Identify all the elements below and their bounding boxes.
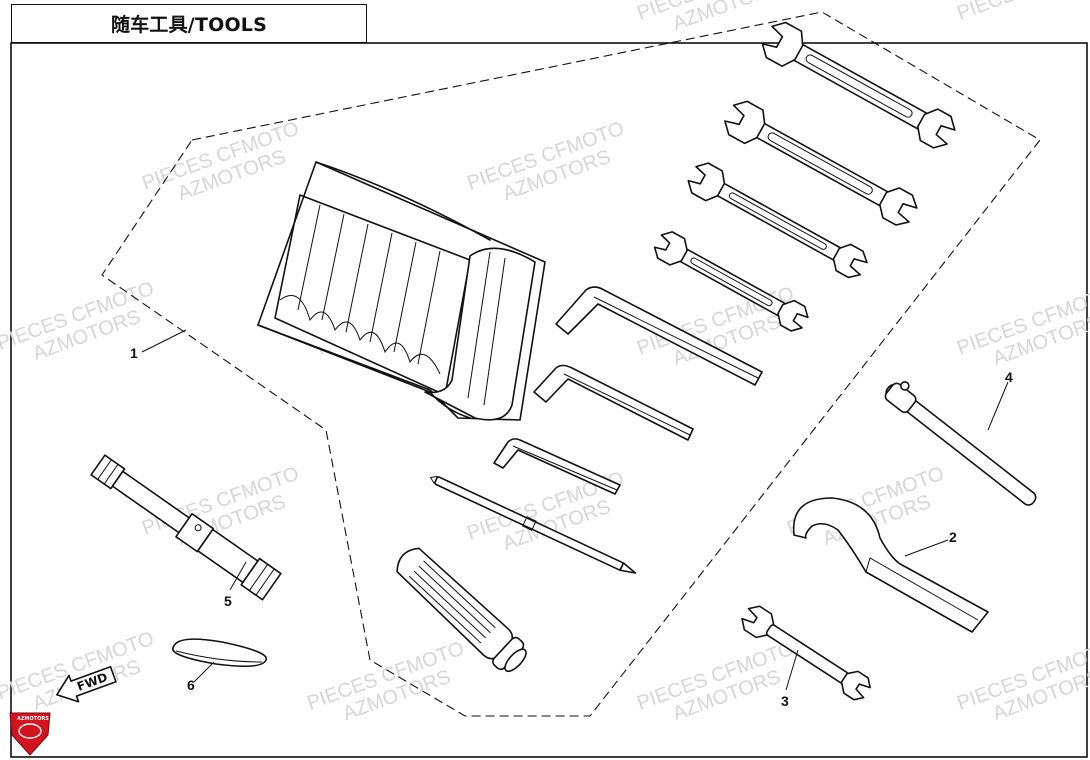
rubber-band <box>172 638 267 668</box>
tommy-bar <box>884 381 1037 506</box>
logo-text: AZMOTORS <box>17 716 49 722</box>
fwd-arrow-icon: FWD <box>56 665 117 703</box>
watermarks: PIECES CFMOTO AZMOTORS PIECES CFMOTO AZM… <box>0 0 1090 725</box>
callout-2: 2 <box>949 529 957 545</box>
hex-key-large <box>555 286 763 386</box>
hex-key-small <box>493 438 621 495</box>
callout-1: 1 <box>130 345 138 361</box>
double-open-wrench <box>741 605 871 701</box>
callout-3: 3 <box>781 693 789 709</box>
screwdriver-handle <box>396 547 527 673</box>
open-end-wrench-4 <box>653 231 809 332</box>
leader-lines <box>141 329 1009 691</box>
tool-kit-boundary <box>101 11 1041 717</box>
callout-6: 6 <box>187 677 195 693</box>
watermark-line1: PIECES CFMOTO <box>954 0 1090 25</box>
tool-roll <box>257 161 546 421</box>
open-end-wrench-1 <box>761 21 956 149</box>
page-title: 随车工具/TOOLS <box>111 14 267 36</box>
spark-plug-socket <box>90 454 282 601</box>
open-end-wrench-3 <box>687 162 868 279</box>
hex-key-medium <box>533 364 694 441</box>
azmotors-logo: AZMOTORS <box>9 712 51 756</box>
callout-4: 4 <box>1005 369 1013 385</box>
diagram-frame <box>10 42 1088 758</box>
title-box: 随车工具/TOOLS <box>11 4 367 43</box>
callout-5: 5 <box>224 593 232 609</box>
hook-spanner <box>792 497 989 633</box>
open-end-wrench-2 <box>724 100 918 226</box>
screwdriver-shaft <box>429 475 637 574</box>
